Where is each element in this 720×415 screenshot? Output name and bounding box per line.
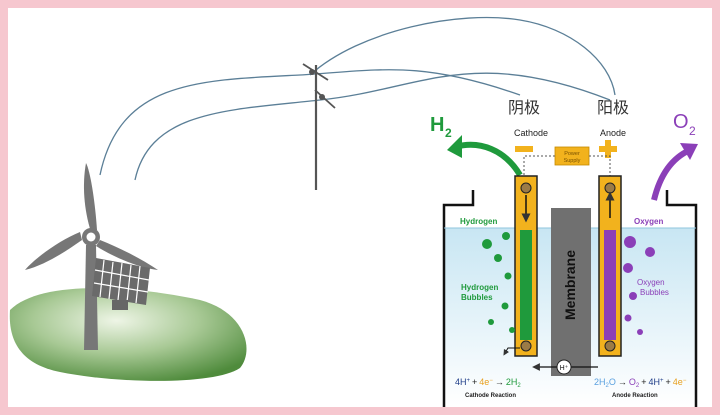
anode-electrode (598, 175, 622, 357)
anode-wire (589, 155, 611, 178)
eq-cathode-b-sup: − (489, 378, 493, 384)
anode-cn-label: 阳极 (597, 98, 629, 117)
eq-cathode-a-sup: + (467, 378, 471, 384)
grass-hill (9, 288, 247, 381)
bubble-icon (623, 263, 633, 273)
solar-panel-icon (92, 258, 150, 310)
cathode-label: Cathode (514, 128, 548, 138)
eq-cathode-plus: + (472, 377, 477, 387)
eq-anode-arrow: → (618, 377, 627, 387)
wind-turbine-icon (25, 163, 158, 350)
anode-reaction-label: Anode Reaction (612, 393, 658, 399)
eq-anode-d-sup: − (683, 378, 687, 384)
anode-equation: 2H2O→O2+4H++4e− Anode Reaction (594, 377, 687, 399)
bubble-icon (645, 247, 655, 257)
hydrogen-bubbles (482, 232, 515, 333)
power-pole-icon (302, 63, 336, 190)
bubble-icon (637, 329, 643, 335)
bubble-icon (624, 314, 632, 322)
h2-label: H (430, 114, 444, 136)
minus-sign (515, 146, 533, 152)
power-supply-line2: Supply (564, 158, 581, 164)
o2-subscript: 2 (689, 124, 696, 138)
eq-cathode-b: 4e (479, 377, 489, 387)
bubble-icon (488, 319, 494, 325)
oxygen-bubbles-label-2: Bubbles (640, 288, 669, 297)
eq-anode-c: 4H (649, 377, 661, 387)
bubble-icon (494, 254, 502, 262)
anode-label: Anode (600, 128, 626, 138)
h-plus-label: H⁺ (560, 365, 569, 372)
oxygen-label: Oxygen (634, 217, 663, 226)
cathode-electrode (503, 175, 538, 357)
bubble-icon (501, 302, 509, 310)
svg-text:2H2O→O2+4H++4e−: 2H2O→O2+4H++4e− (594, 377, 687, 389)
eq-anode-c-sup: + (660, 378, 664, 384)
cathode-wire (523, 155, 555, 178)
bubble-icon (509, 327, 515, 333)
eq-cathode-a: 4H (455, 377, 467, 387)
bubble-icon (502, 232, 510, 240)
o2-label: O (673, 111, 689, 133)
hydrogen-label: Hydrogen (460, 217, 497, 226)
bubble-icon (624, 236, 636, 248)
proton-transport: H⁺ (532, 359, 598, 375)
membrane (551, 208, 591, 376)
cathode-reaction-label: Cathode Reaction (465, 393, 516, 399)
eq-anode-a: 2H (594, 377, 606, 387)
eq-anode-a-sub: 2 (606, 383, 610, 389)
eq-anode-d: 4e (673, 377, 683, 387)
bubble-icon (504, 272, 512, 280)
o2-arrow (651, 147, 692, 201)
oxygen-bubbles-label-1: Oxygen (637, 278, 665, 287)
eq-anode-b-sub: 2 (636, 383, 640, 389)
eq-anode-plus2: + (666, 377, 671, 387)
power-lines (99, 16, 616, 181)
plus-sign (599, 140, 617, 158)
h2-subscript: 2 (445, 126, 452, 140)
eq-cathode-c-sub: 2 (517, 383, 521, 389)
eq-anode-b: O (629, 377, 636, 387)
cathode-equation: 4H++4e−→2H2 Cathode Reaction (455, 377, 521, 399)
hydrogen-bubbles-label-2: Bubbles (461, 293, 493, 302)
power-supply-line1: Power (564, 151, 580, 157)
h2-arrow (454, 141, 523, 177)
top-strip (275, 0, 475, 3)
svg-text:4H++4e−→2H2: 4H++4e−→2H2 (455, 377, 521, 389)
o2-arrow-head (680, 143, 698, 160)
membrane-label: Membrane (562, 250, 578, 320)
h2-arrow-head (447, 135, 462, 158)
eq-cathode-arrow: → (495, 377, 504, 387)
eq-cathode-c: 2H (506, 377, 518, 387)
eq-anode-plus1: + (641, 377, 646, 387)
eq-anode-a2: O (609, 377, 616, 387)
cathode-cn-label: 阴极 (508, 98, 540, 117)
oxygen-bubbles (623, 236, 655, 335)
hydrogen-bubbles-label-1: Hydrogen (461, 283, 498, 292)
bubble-icon (482, 239, 492, 249)
bubble-icon (629, 292, 637, 300)
